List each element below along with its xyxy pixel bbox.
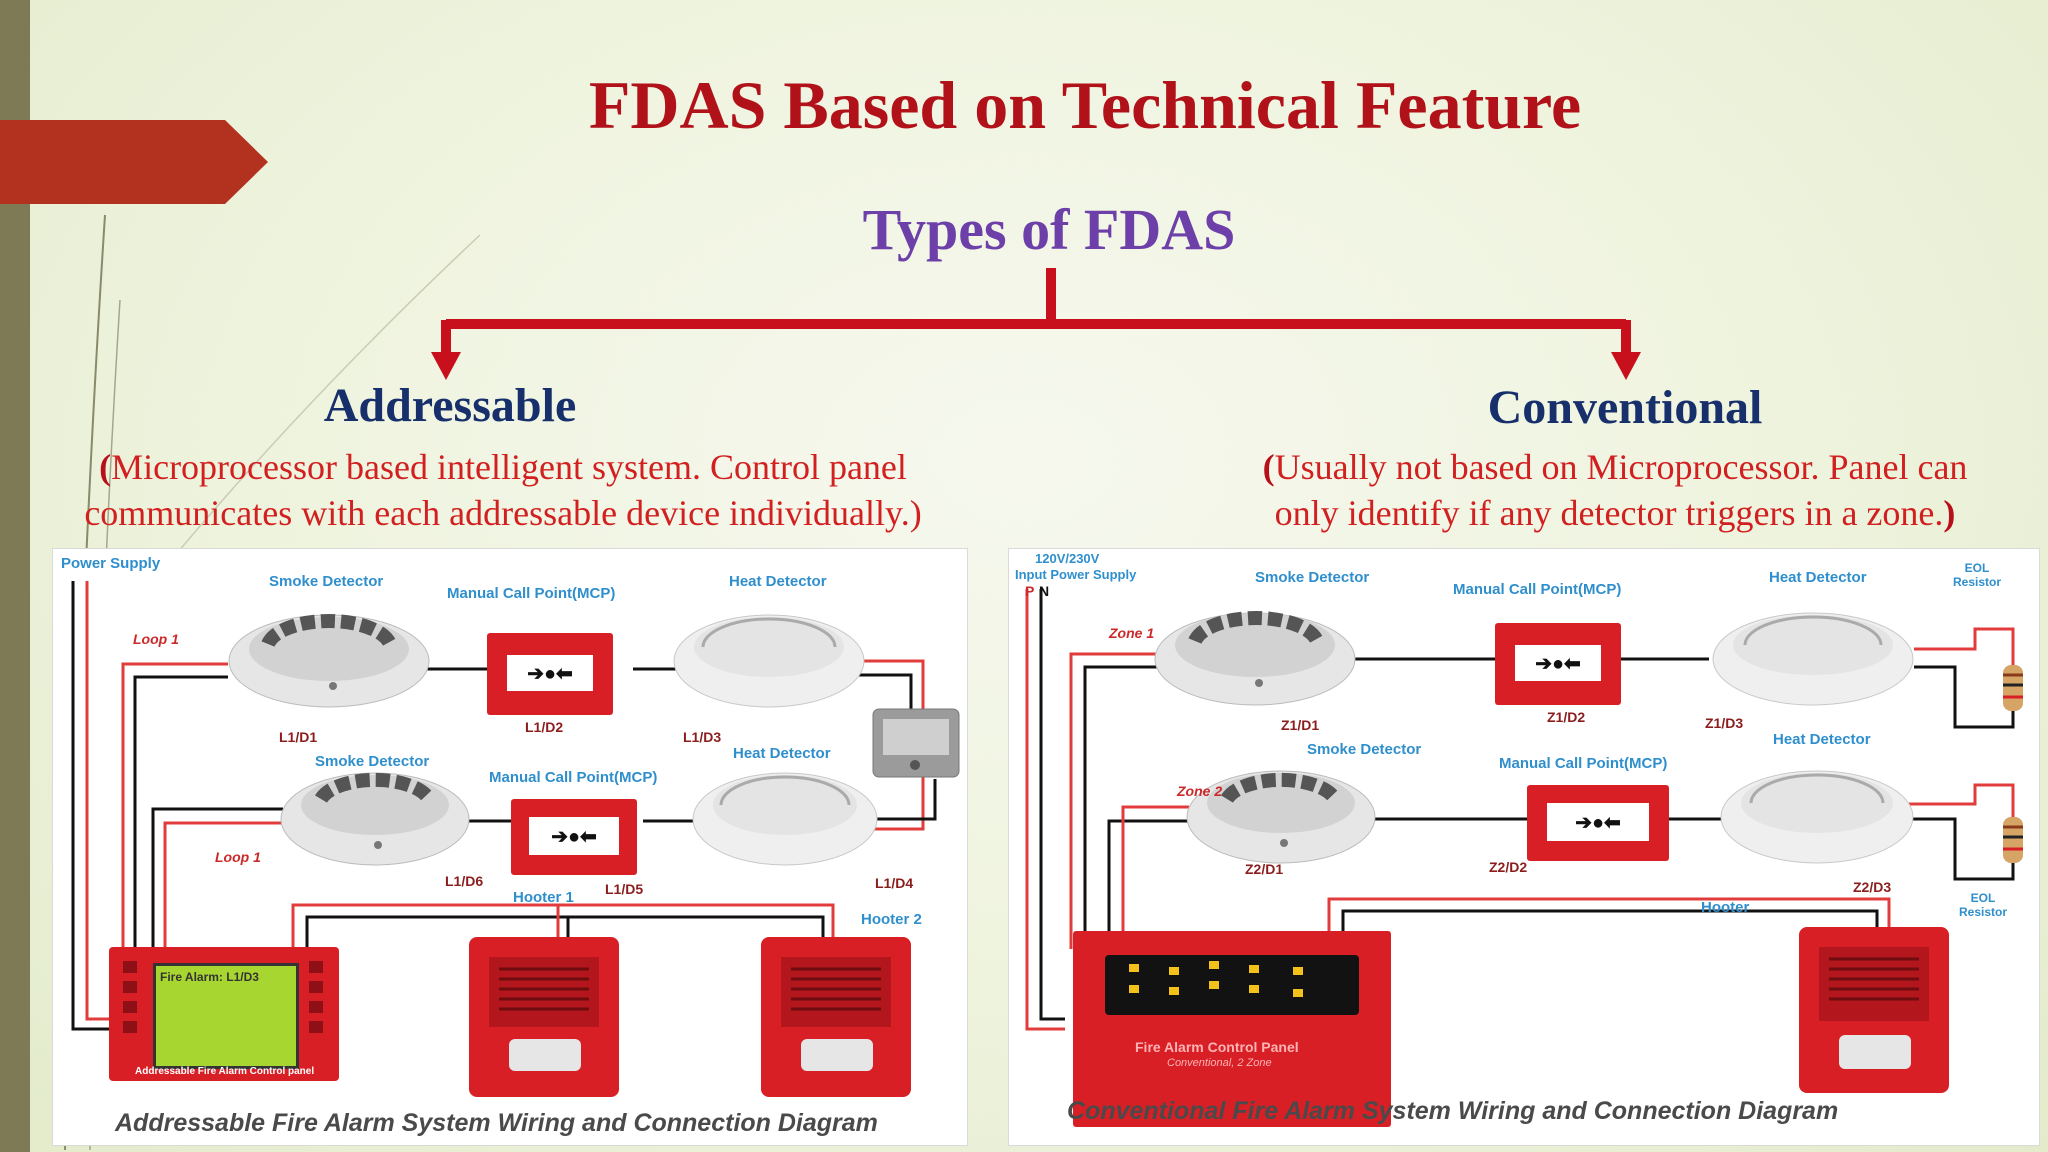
device-id-label: L1/D6 xyxy=(445,873,484,889)
conventional-description: (Usually not based on Microprocessor. Pa… xyxy=(1220,444,2010,536)
power-supply-label: 120V/230V xyxy=(1035,551,1100,566)
zone2-label: Zone 2 xyxy=(1177,783,1223,799)
addressable-description-text: Microprocessor based intelligent system.… xyxy=(84,447,922,533)
device-id-label: Z2/D3 xyxy=(1853,879,1892,895)
svg-text:➔●⬅: ➔●⬅ xyxy=(1575,812,1621,834)
smoke-detector-icon xyxy=(1154,611,1356,706)
addressable-title: Addressable xyxy=(323,379,577,432)
device-id-label: L1/D3 xyxy=(683,729,722,745)
heat-detector-label: Heat Detector xyxy=(1773,731,1871,748)
loop1-label: Loop 1 xyxy=(133,631,179,647)
mcp-label: Manual Call Point(MCP) xyxy=(489,769,658,786)
power-supply-label: Input Power Supply xyxy=(1015,567,1137,582)
smoke-detector-icon xyxy=(228,614,430,708)
eol-resistor-icon xyxy=(2003,665,2023,711)
heat-detector-label: Heat Detector xyxy=(733,745,831,762)
smoke-detector-label: Smoke Detector xyxy=(269,573,384,590)
conventional-open-paren: ( xyxy=(1262,447,1275,487)
heat-detector-icon xyxy=(1712,612,1914,706)
device-id-label: Z1/D3 xyxy=(1705,715,1744,731)
conventional-title: Conventional xyxy=(1487,381,1763,434)
manual-call-point-icon: ➔●⬅ xyxy=(511,799,637,875)
smoke-detector-label: Smoke Detector xyxy=(1307,741,1422,758)
panel-sub-label: Conventional, 2 Zone xyxy=(1167,1057,1272,1069)
conventional-close-paren: ) xyxy=(1943,493,1956,533)
device-id-label: L1/D2 xyxy=(525,719,564,735)
arrow-head-conventional xyxy=(1611,352,1641,380)
panel-name-label: Fire Alarm Control Panel xyxy=(1135,1039,1299,1055)
smoke-detector-icon xyxy=(1186,770,1376,864)
eol-resistor-icon xyxy=(2003,817,2023,863)
svg-text:➔●⬅: ➔●⬅ xyxy=(1535,653,1581,675)
phase-label: N xyxy=(1039,583,1050,599)
mcp-label: Manual Call Point(MCP) xyxy=(447,585,616,602)
smoke-detector-icon xyxy=(280,772,470,866)
zone1-label: Zone 1 xyxy=(1109,625,1155,641)
hooter-icon xyxy=(469,937,619,1097)
hooter2-label: Hooter 2 xyxy=(861,911,922,928)
manual-call-point-icon: ➔●⬅ xyxy=(1495,623,1621,705)
device-id-label: L1/D1 xyxy=(279,729,318,745)
addressable-open-paren: ( xyxy=(99,447,112,487)
addressable-wiring-graphics: ➔●⬅ ➔●⬅ xyxy=(71,581,960,1097)
panel-screen: Fire Alarm: L1/D3 xyxy=(153,963,299,1069)
device-id-label: Z1/D2 xyxy=(1547,709,1586,725)
device-id-label: L1/D5 xyxy=(605,881,644,897)
isolator-module-icon xyxy=(872,708,960,778)
slide-title: FDAS Based on Technical Feature xyxy=(588,67,1582,143)
conventional-wiring-diagram: ➔●⬅ ➔●⬅ xyxy=(1008,548,2040,1146)
manual-call-point-icon: ➔●⬅ xyxy=(1527,785,1669,861)
smoke-detector-label: Smoke Detector xyxy=(1255,569,1370,586)
device-id-label: L1/D4 xyxy=(875,875,914,891)
eol-label-line2: Resistor xyxy=(1959,905,2008,919)
heat-detector-icon xyxy=(692,772,878,866)
heat-detector-icon xyxy=(673,614,865,708)
loop1-label: Loop 1 xyxy=(215,849,261,865)
hooter-icon xyxy=(761,937,911,1097)
eol-resistor-label: EOL Resistor xyxy=(1953,561,2001,589)
conventional-diagram-caption: Conventional Fire Alarm System Wiring an… xyxy=(1067,1097,1839,1125)
svg-text:➔●⬅: ➔●⬅ xyxy=(527,663,573,685)
eol-label-line1: EOL xyxy=(1964,561,1990,575)
heat-detector-icon xyxy=(1720,770,1914,864)
hooter1-label: Hooter 1 xyxy=(513,889,574,906)
smoke-detector-label: Smoke Detector xyxy=(315,753,430,770)
mcp-label: Manual Call Point(MCP) xyxy=(1453,581,1622,598)
heat-detector-label: Heat Detector xyxy=(729,573,827,590)
mcp-label: Manual Call Point(MCP) xyxy=(1499,755,1668,772)
hooter-icon xyxy=(1799,927,1949,1093)
heat-detector-label: Heat Detector xyxy=(1769,569,1867,586)
slide-subtitle: Types of FDAS xyxy=(862,197,1236,262)
red-arrow-banner xyxy=(0,120,268,204)
control-panel-icon xyxy=(1073,931,1391,1127)
conventional-description-line2: only identify if any detector triggers i… xyxy=(1274,493,1944,533)
arrow-head-addressable xyxy=(431,352,461,380)
device-id-label: Z1/D1 xyxy=(1281,717,1320,733)
eol-resistor-label: EOL Resistor xyxy=(1959,891,2007,919)
branch-arrows xyxy=(431,268,1641,380)
conventional-description-line1: Usually not based on Microprocessor. Pan… xyxy=(1274,447,1968,487)
eol-label-line2: Resistor xyxy=(1953,575,2002,589)
addressable-description: (Microprocessor based intelligent system… xyxy=(48,444,958,536)
panel-name-label: Addressable Fire Alarm Control panel xyxy=(135,1066,315,1077)
power-supply-label: Power Supply xyxy=(61,555,161,572)
svg-text:➔●⬅: ➔●⬅ xyxy=(551,826,597,848)
device-id-label: Z2/D2 xyxy=(1489,859,1528,875)
addressable-diagram-caption: Addressable Fire Alarm System Wiring and… xyxy=(115,1109,878,1137)
manual-call-point-icon: ➔●⬅ xyxy=(487,633,613,715)
panel-screen-text: Fire Alarm: L1/D3 xyxy=(160,970,259,984)
hooter-label: Hooter xyxy=(1701,899,1750,916)
addressable-wiring-diagram: ➔●⬅ ➔●⬅ xyxy=(52,548,968,1146)
device-id-label: Z2/D1 xyxy=(1245,861,1284,877)
eol-label-line1: EOL xyxy=(1970,891,1996,905)
phase-label: P xyxy=(1025,583,1035,599)
conventional-wiring-graphics: ➔●⬅ ➔●⬅ xyxy=(1025,589,2023,1127)
